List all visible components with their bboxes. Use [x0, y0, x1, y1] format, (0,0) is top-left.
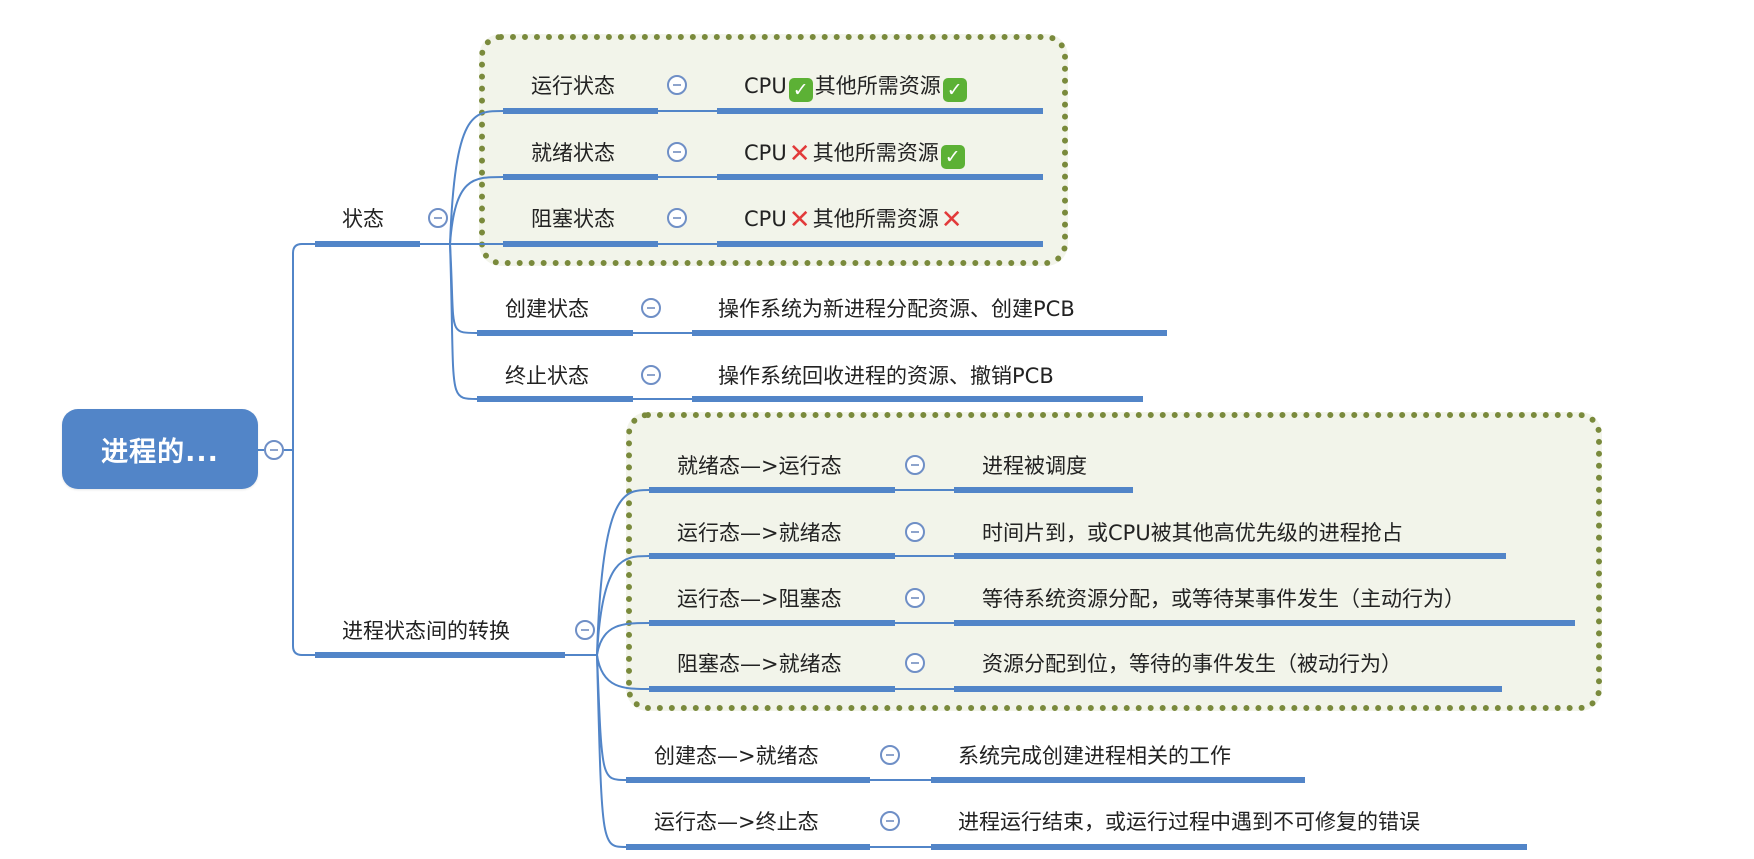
transition-blocked-ready-collapse-icon[interactable]: [905, 653, 925, 673]
boundary-transitions: [626, 412, 1602, 711]
transition-branch-curve: [596, 489, 650, 656]
state-running-collapse-icon[interactable]: [667, 75, 687, 95]
cross-icon: ✕: [788, 205, 811, 235]
cpu-text: CPU: [744, 207, 787, 231]
cross-icon: ✕: [940, 205, 963, 235]
state-ready-collapse-icon[interactable]: [667, 142, 687, 162]
transition-new-ready-value[interactable]: 系统完成创建进程相关的工作: [958, 744, 1231, 768]
resources-text: 其他所需资源: [814, 74, 941, 98]
state-new-value[interactable]: 操作系统为新进程分配资源、创建PCB: [718, 297, 1075, 321]
transition-branch-curve: [596, 654, 650, 690]
state-blocked-label[interactable]: 阻塞状态: [531, 207, 615, 231]
root-topic-label: 进程的...: [101, 436, 219, 468]
transition-branch-curve: [596, 654, 627, 781]
transition-running-ready-value[interactable]: 时间片到，或CPU被其他高优先级的进程抢占: [982, 521, 1403, 545]
state-running-value[interactable]: CPU✓其他所需资源✓: [744, 73, 969, 102]
state-branch-curve: [449, 243, 478, 334]
branch-transitions-collapse-icon[interactable]: [575, 620, 595, 640]
transition-running-blocked-label[interactable]: 运行态—>阻塞态: [677, 587, 842, 611]
boundary-states: [479, 34, 1068, 266]
transition-running-ready-collapse-icon[interactable]: [905, 522, 925, 542]
root-topic[interactable]: 进程的...: [62, 409, 258, 489]
trunk-to-states: [292, 243, 315, 450]
state-new-label[interactable]: 创建状态: [505, 297, 589, 321]
transition-blocked-ready-label[interactable]: 阻塞态—>就绪态: [677, 652, 842, 676]
check-icon: ✓: [940, 145, 965, 169]
cpu-text: CPU: [744, 141, 787, 165]
state-blocked-collapse-icon[interactable]: [667, 208, 687, 228]
state-ready-value[interactable]: CPU✕其他所需资源✓: [744, 140, 967, 169]
check-icon: ✓: [942, 78, 967, 102]
transition-blocked-ready-value[interactable]: 资源分配到位，等待的事件发生（被动行为）: [982, 652, 1402, 676]
root-collapse-icon[interactable]: [264, 440, 284, 460]
state-running-label[interactable]: 运行状态: [531, 74, 615, 98]
transition-running-terminated-collapse-icon[interactable]: [880, 811, 900, 831]
transition-ready-running-label[interactable]: 就绪态—>运行态: [677, 454, 842, 478]
state-terminated-value[interactable]: 操作系统回收进程的资源、撤销PCB: [718, 364, 1054, 388]
transition-running-terminated-label[interactable]: 运行态—>终止态: [654, 810, 819, 834]
transition-running-ready-label[interactable]: 运行态—>就绪态: [677, 521, 842, 545]
state-branch-curve: [449, 243, 478, 400]
transition-branch-curve: [596, 622, 650, 656]
transition-running-blocked-value[interactable]: 等待系统资源分配，或等待某事件发生（主动行为）: [982, 587, 1465, 611]
branch-transitions-label[interactable]: 进程状态间的转换: [342, 619, 510, 643]
state-terminated-label[interactable]: 终止状态: [505, 364, 589, 388]
transition-new-ready-label[interactable]: 创建态—>就绪态: [654, 744, 819, 768]
state-branch-curve: [449, 110, 504, 245]
resources-text: 其他所需资源: [812, 141, 939, 165]
cross-icon: ✕: [788, 139, 811, 169]
state-new-collapse-icon[interactable]: [641, 298, 661, 318]
transition-ready-running-value[interactable]: 进程被调度: [982, 454, 1087, 478]
state-terminated-collapse-icon[interactable]: [641, 365, 661, 385]
transition-branch-curve: [596, 555, 650, 656]
cpu-text: CPU: [744, 74, 787, 98]
transition-ready-running-collapse-icon[interactable]: [905, 455, 925, 475]
check-icon: ✓: [788, 78, 813, 102]
state-blocked-value[interactable]: CPU✕其他所需资源✕: [744, 205, 965, 235]
transition-new-ready-collapse-icon[interactable]: [880, 745, 900, 765]
resources-text: 其他所需资源: [812, 207, 939, 231]
trunk-to-transitions: [292, 450, 315, 656]
state-branch-curve: [449, 176, 504, 245]
transition-branch-curve: [596, 654, 627, 848]
branch-states-collapse-icon[interactable]: [428, 208, 448, 228]
state-ready-label[interactable]: 就绪状态: [531, 141, 615, 165]
transition-running-blocked-collapse-icon[interactable]: [905, 588, 925, 608]
transition-running-terminated-value[interactable]: 进程运行结束，或运行过程中遇到不可修复的错误: [958, 810, 1420, 834]
branch-states-label[interactable]: 状态: [342, 207, 384, 231]
